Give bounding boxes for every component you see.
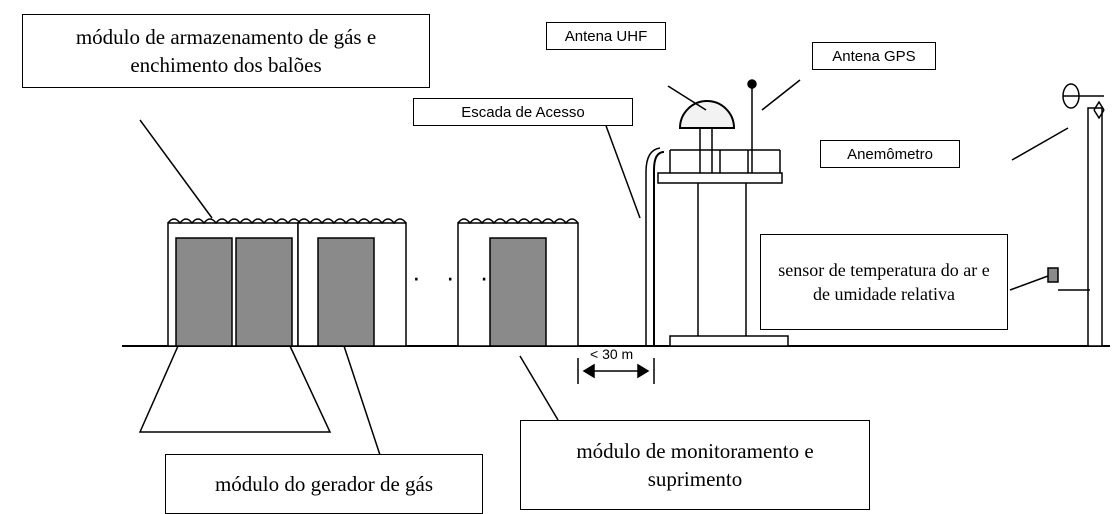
anemometer-label: Anemômetro <box>820 140 960 168</box>
monitoring-module-label: módulo de monitoramento e suprimento <box>520 420 870 510</box>
gas-generator-module-label: módulo do gerador de gás <box>165 454 483 514</box>
antenna-tower <box>657 79 789 347</box>
access-ladder <box>645 147 665 346</box>
storage-module-building <box>167 218 301 347</box>
uhf-antenna-label: Antena UHF <box>546 22 666 50</box>
temp-humidity-sensor-label: sensor de temperatura do ar e de umidade… <box>760 234 1008 330</box>
distance-label: < 30 m <box>590 346 634 362</box>
gas-generator-building <box>297 218 407 347</box>
access-ladder-label: Escada de Acesso <box>413 98 633 126</box>
anemometer-mast <box>1047 83 1105 347</box>
monitoring-building <box>457 218 579 347</box>
gps-antenna-label: Antena GPS <box>812 42 936 70</box>
more-modules-ellipsis: · · · <box>412 262 498 292</box>
storage-module-label: módulo de armazenamento de gás e enchime… <box>22 14 430 88</box>
